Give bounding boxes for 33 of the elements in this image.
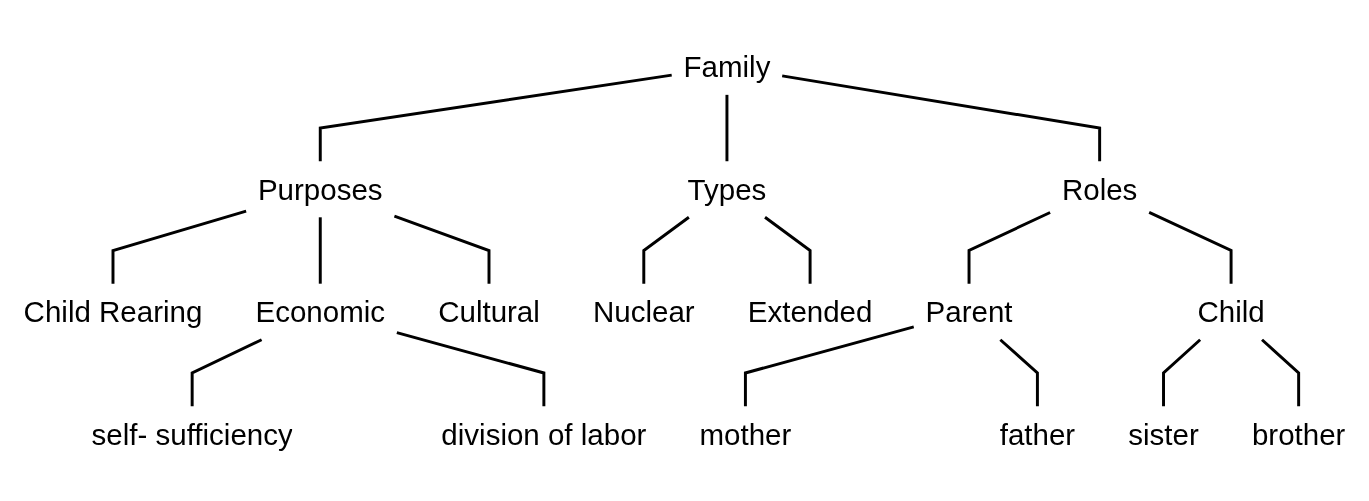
connector (396, 331, 546, 407)
connector (743, 325, 915, 407)
node-text: Child (1197, 295, 1265, 328)
connector (393, 214, 491, 284)
node-text: self- sufficiency (91, 417, 293, 451)
connector (318, 217, 322, 284)
node-text: Purposes (257, 173, 383, 206)
node-text: Cultural (438, 295, 540, 328)
connector (967, 211, 1051, 284)
connector (781, 74, 1102, 162)
connector (1148, 211, 1233, 284)
node-text: Types (687, 173, 767, 206)
node-text: Child Rearing (23, 295, 203, 328)
connector (111, 209, 247, 284)
connector (318, 73, 672, 162)
connector (642, 216, 690, 284)
node-text: Parent (925, 295, 1013, 328)
node-text: division of labor (441, 417, 647, 451)
connector (764, 216, 812, 284)
node-text: Family (683, 50, 771, 84)
node-text: Roles (1061, 173, 1138, 206)
node-text: Nuclear (592, 295, 695, 328)
node-text: sister (1128, 417, 1199, 451)
connector (1261, 338, 1301, 407)
node-text: brother (1251, 417, 1346, 451)
node-text: Extended (747, 295, 873, 328)
connector (999, 338, 1039, 407)
connector (725, 94, 729, 162)
connector (190, 338, 263, 407)
node-text: mother (699, 417, 792, 451)
node-text: father (999, 417, 1076, 451)
connector (1162, 338, 1202, 407)
node-text: Economic (255, 295, 386, 328)
